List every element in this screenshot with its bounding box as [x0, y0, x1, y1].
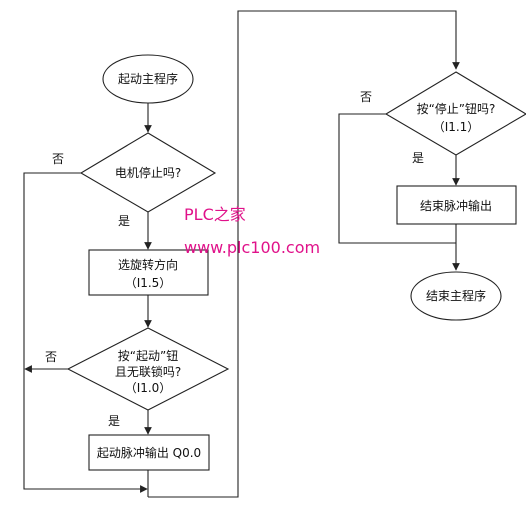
branch-yes-label-1: 是 — [118, 214, 130, 228]
watermark-title: PLC之家 — [184, 205, 246, 224]
process-end-pulse — [396, 185, 517, 225]
process-select-direction-line2: （I1.5） — [125, 276, 172, 290]
branch-no-label-2: 否 — [45, 350, 57, 364]
process-select-direction-line1: 选旋转方向 — [118, 257, 178, 272]
decision-start-line1: 按“起动”钮 — [118, 348, 178, 363]
decision-motor-stopped-label: 电机停止吗? — [115, 165, 181, 180]
decision-stop-line2: （I1.1） — [433, 120, 480, 134]
start-main-program-label: 起动主程序 — [118, 71, 178, 86]
process-start-pulse-label: 起动脉冲输出 Q0.0 — [97, 445, 201, 460]
decision-start-line3: （I1.0） — [125, 381, 172, 395]
process-start-pulse — [88, 434, 210, 471]
branch-no-label-1: 否 — [52, 152, 64, 166]
decision-start-line2: 且无联锁吗? — [115, 364, 181, 379]
process-select-direction — [88, 249, 209, 296]
branch-yes-label-2: 是 — [108, 414, 120, 428]
watermark-url: www.plc100.com — [184, 238, 320, 257]
connector-junction-to-right — [148, 10, 460, 498]
connector-motor-no — [23, 172, 148, 493]
branch-no-label-3: 否 — [360, 90, 372, 104]
branch-yes-label-3: 是 — [412, 151, 424, 165]
decision-stop-line1: 按“停止”钮吗? — [417, 101, 496, 116]
connector-stop-no — [338, 113, 456, 244]
end-main-program-node — [410, 271, 502, 321]
process-end-pulse-label: 结束脉冲输出 — [420, 198, 492, 213]
end-main-program-label: 结束主程序 — [426, 288, 486, 303]
